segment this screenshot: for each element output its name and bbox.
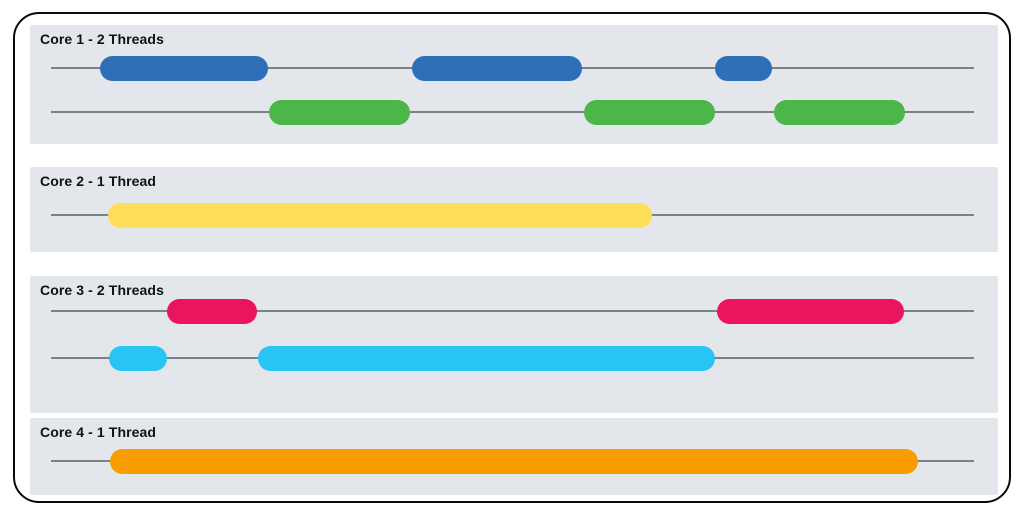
thread-rows: [30, 167, 998, 252]
core-panel-3: Core 3 - 2 Threads: [30, 276, 998, 413]
thread-rows: [30, 25, 998, 144]
core-title: Core 4 - 1 Thread: [40, 424, 157, 440]
thread-run-segment: [257, 345, 715, 371]
thread-run-segment: [110, 448, 918, 474]
timeline-line: [51, 111, 974, 113]
thread-run-segment: [99, 55, 268, 81]
thread-run-segment: [167, 298, 257, 324]
core-panel-1: Core 1 - 2 Threads: [30, 25, 998, 144]
thread-run-segment: [714, 55, 772, 81]
thread-timeline: [51, 99, 974, 125]
thread-run-segment: [583, 99, 715, 125]
core-panel-2: Core 2 - 1 Thread: [30, 167, 998, 252]
thread-timeline: [51, 55, 974, 81]
core-panel-4: Core 4 - 1 Thread: [30, 418, 998, 495]
thread-run-segment: [268, 99, 411, 125]
thread-rows: [30, 418, 998, 495]
thread-timeline: [51, 345, 974, 371]
thread-timeline: [51, 448, 974, 474]
figure-frame: Core 1 - 2 Threads Core 2 - 1 Thread Cor…: [13, 12, 1011, 503]
core-title: Core 1 - 2 Threads: [40, 31, 164, 47]
thread-rows: [30, 276, 998, 413]
thread-run-segment: [109, 345, 168, 371]
thread-run-segment: [773, 99, 905, 125]
timeline-line: [51, 310, 974, 312]
thread-run-segment: [108, 202, 652, 228]
core-title: Core 3 - 2 Threads: [40, 282, 164, 298]
thread-timeline: [51, 298, 974, 324]
thread-run-segment: [411, 55, 582, 81]
core-title: Core 2 - 1 Thread: [40, 173, 157, 189]
thread-run-segment: [717, 298, 904, 324]
thread-timeline: [51, 202, 974, 228]
